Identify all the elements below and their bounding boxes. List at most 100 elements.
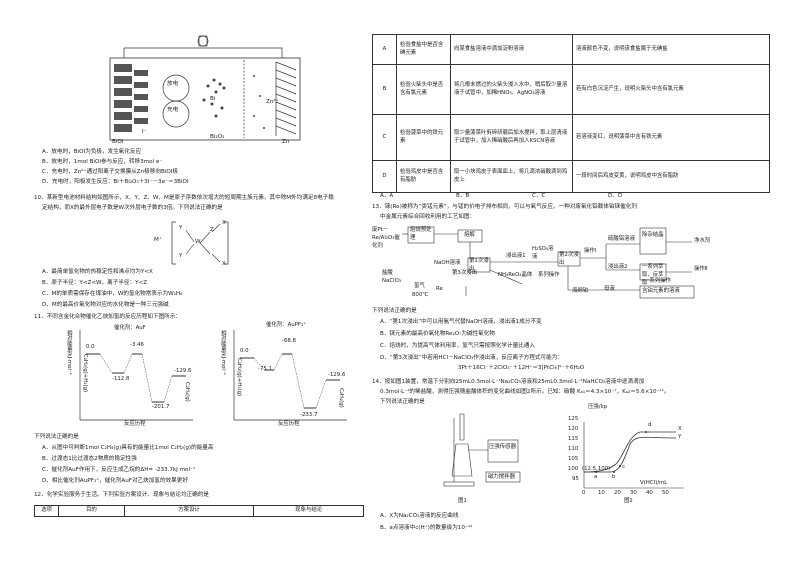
q12-choice-d: D．D: [608, 193, 623, 199]
chart1-start-label: C₂H₂(g)+H₂(g): [81, 354, 88, 393]
row-b-result: 若有白色沉淀产生，说明火柴头中含有氯元素: [572, 64, 770, 115]
flow-feed: 废Pt－Re/Al₂O₃催化剂: [372, 227, 400, 249]
flow-temp: 800℃: [412, 292, 429, 298]
fig2-xtick-2: 20: [614, 490, 621, 496]
row-a-design: 向某食盐溶液中滴加淀粉溶液: [450, 34, 573, 65]
q12-choice-a: A．A: [380, 193, 394, 199]
fig2-curve-x: X: [678, 426, 682, 432]
q11-option-c: C．催化剂AuF作用下，反应生成乙烷的ΔH= -233.7kJ·mol⁻¹: [42, 467, 196, 473]
fig2-ytick-0: 125: [568, 416, 579, 422]
fig2-curve-y: Y: [678, 434, 682, 440]
q12-table-header: 选项 目的 方案设计 现象与结论: [34, 505, 364, 517]
row-a-purpose: 检验食盐中是否含碘元素: [396, 34, 451, 65]
chart2-end-label: C₂H₄(g): [337, 388, 344, 408]
fig2-xtick-3: 30: [630, 490, 637, 496]
flow-clean-agent: 净水剂: [694, 238, 711, 244]
q14-stem-line2: 0.3mol·L⁻¹的稀盐酸，测得压强随盐酸体积的变化曲线如图2所示。已知：碳酸…: [380, 389, 670, 395]
q9-option-a: A．放电时，BiOI为负极，发生氧化反应: [42, 149, 142, 155]
row-a-result: 溶液颜色不变，说明该食盐属于无碘盐: [572, 34, 770, 65]
q14-option-a: A．X为Na₂CO₃溶液的反应曲线: [380, 513, 459, 519]
chart2-xlabel: 反应历程: [278, 421, 300, 427]
q14-option-b: B．a点溶液中c(H⁺)的数量级为10⁻¹²: [380, 525, 473, 531]
structure-x2: X: [222, 261, 226, 267]
label-zn: Zn: [282, 139, 290, 145]
q13-option-d: D．“第3次浸出”中若用HCl－NaClO₃作浸出液，反应离子方程式可能为：: [380, 355, 563, 361]
fig2-xtick-0: 0: [582, 490, 586, 496]
q10-stem-line1: 10．某新型电池材料结构如图所示，X、Y、Z、W、M是原子序数依次增大的短周期主…: [34, 195, 334, 201]
battery-diagram: [109, 35, 301, 141]
flow-leachate1: 浸出液1: [506, 253, 526, 259]
chart2-ylabel: 相对能量/kJ·mol⁻¹: [219, 330, 226, 375]
fig2-xtick-4: 40: [646, 490, 653, 496]
header-purpose: 目的: [57, 505, 125, 517]
flow-pt-solution: 含铂元素的溶液: [642, 288, 680, 294]
q10-option-c: C．M的单质需保存在煤油中，W的氢化物常表示为W₂H₆: [42, 291, 183, 297]
chart1-value-2: -3.46: [130, 342, 144, 348]
q12-stem: 12．化学实验服务于生活。下列实验方案设计、现象与结论均正确的是: [34, 492, 209, 498]
chart2-value-3: -233.7: [300, 412, 318, 418]
q11-option-a: A．从图中可判断1mol C₂H₄(g)具有的能量比1mol C₂H₂(g)的能…: [42, 445, 214, 451]
fig2-caption: 图2: [624, 498, 633, 504]
flow-nh4reo4: NH₄ReO₄晶体: [498, 272, 533, 278]
fig2-xlabel: V(HCl)/mL: [640, 480, 668, 486]
chart2-value-2: -68.8: [282, 338, 296, 344]
q12-choice-b: B．B: [456, 193, 470, 199]
flow-purify: 除杂结晶: [642, 232, 664, 238]
fig2-point-a: a: [594, 474, 598, 480]
structure-w: W: [195, 239, 201, 245]
flow-mother: 母液: [604, 286, 615, 292]
flow-roast: 焙烧预处理: [410, 227, 432, 241]
fig2-ytick-6: 95: [572, 476, 579, 482]
flow-leach2: 第2次浸出: [559, 252, 579, 266]
row-d-purpose: 检验鸡皮中是否含有脂肪: [396, 160, 451, 193]
row-d-result: 一段时间后鸡皮变黄，说明鸡皮中含有脂肪: [572, 160, 770, 193]
structure-z: Z: [210, 227, 214, 233]
fig1-caption: 图1: [458, 498, 467, 504]
row-d-option: D: [372, 160, 397, 193]
header-result: 现象与结论: [253, 505, 364, 517]
fig2-point-a-label: (12.5,100): [582, 466, 611, 472]
q13-option-c: C．焙烧时，为提高气体利用率，氢气只需按照化学计量比通入: [380, 343, 535, 349]
flow-leach3: 第3次浸出: [452, 270, 477, 276]
fig1-sensor: 压强传感器: [489, 444, 516, 450]
q9-option-b: B．放电时，1mol BiOI参与反应，转移3mol e⁻: [42, 159, 163, 165]
chart1-end-label: C₂H₄(g): [183, 382, 190, 402]
structure-x1: X: [222, 220, 226, 226]
fig2-ylabel: 压强/kp: [588, 404, 608, 410]
fig2-xtick-1: 10: [598, 490, 605, 496]
label-zn2: Zn²⁺: [266, 99, 279, 105]
flow-leachate2: 浸出液2: [608, 264, 628, 270]
chart1-value-4: -129.6: [174, 368, 192, 374]
q11-stem: 11．不同含金化合物催化乙炔加氢的反应历程如下图所示：: [34, 314, 181, 320]
chart1-value-1: -112.8: [112, 376, 130, 382]
label-bi: Bi: [210, 96, 216, 102]
fig2-point-b: b: [612, 474, 616, 480]
chart1-ylabel: 相对能量/kJ·mol⁻¹: [65, 330, 72, 375]
fig2-point-d: d: [648, 422, 652, 428]
q12-choice-c: C．C: [532, 193, 546, 199]
row-a-option: A: [372, 34, 397, 65]
row-c-purpose: 检验菠菜中的铁元素: [396, 114, 451, 161]
fig2-point-c: c: [622, 464, 625, 470]
row-b-option: B: [372, 64, 397, 115]
q14-stem-line1: 14．按如图1装置，常温下分别向25mL0.3mol·L⁻¹Na₂CO₃溶液和2…: [372, 379, 645, 385]
row-b-purpose: 检验火柴头中是否含有氯元素: [396, 64, 451, 115]
fig2-ytick-1: 120: [568, 426, 579, 432]
energy-chart-2: [233, 330, 347, 421]
q11-option-b: B．过渡态1比过渡态2物质的稳定性强: [42, 456, 137, 462]
structure-y2: Y: [179, 253, 183, 259]
header-design: 方案设计: [123, 505, 255, 517]
flow-naoh: NaOH溶液: [434, 260, 461, 266]
chart1-value-3: -201.7: [152, 404, 170, 410]
flow-extract: 一系列萃取，反萃取: [642, 264, 664, 286]
flow-leach1: 第1次浸出: [469, 258, 489, 272]
chart2-value-4: -129.6: [328, 372, 346, 378]
flow-al2so4: 硫酸铝溶液: [608, 236, 635, 242]
flow-series-op: 系列操作: [538, 272, 560, 278]
q11-option-d: D．相比催化剂AuPF₃⁺，催化剂AuF对乙炔加氢的效果更好: [42, 478, 188, 484]
chart1-title: 催化剂：AuF: [114, 325, 146, 331]
fig2-xtick-5: 50: [662, 490, 669, 496]
row-c-option: C: [372, 114, 397, 161]
fig1-stirrer: 磁力搅拌器: [488, 474, 515, 480]
row-c-result: 若溶液变红，说明菠菜中含有铁元素: [572, 114, 770, 161]
